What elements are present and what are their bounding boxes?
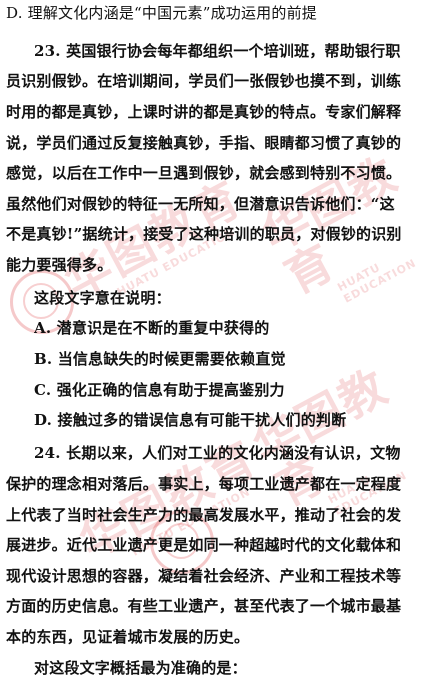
- q23-line-2: 员识别假钞。在培训期间，学员们一张假钞也摸不到，训练: [6, 72, 402, 90]
- q24-line-6: 方面的历史信息。有些工业遗产，甚至代表了一个城市最基: [6, 597, 402, 615]
- q23-line-1: 23. 英国银行协会每年都组织一个培训班，帮助银行职: [34, 42, 401, 60]
- q24-line-7: 本的东西，见证着城市发展的历史。: [6, 628, 250, 646]
- q23-prompt: 这段文字意在说明：: [34, 289, 171, 307]
- q23-line-3: 时用的都是真钞，上课时讲的都是真钞的特点。专家们解释: [6, 103, 402, 121]
- q23-line-7: 不是真钞!”据统计，接受了这种培训的职员，对假钞的识别: [6, 225, 402, 243]
- q23-option-d: D. 接触过多的错误信息有可能干扰人们的判断: [34, 411, 347, 429]
- q24-line-3: 上代表了当时社会生产力的最高发展水平，推动了社会的发: [6, 506, 402, 524]
- q24-line-2: 保护的理念相对落后。事实上，每项工业遗产都在一定程度: [6, 475, 402, 493]
- q24-line-4: 展进步。近代工业遗产更是如同一种超越时代的文化载体和: [6, 536, 402, 554]
- q23-option-b: B. 当信息缺失的时候更需要依赖直觉: [34, 350, 286, 368]
- q23-line-6: 虽然他们对假钞的特征一无所知，但潜意识告诉他们：“这: [6, 195, 395, 213]
- q24-prompt: 对这段文字概括最为准确的是：: [34, 659, 247, 677]
- q23-option-a: A. 潜意识是在不断的重复中获得的: [34, 319, 270, 337]
- q23-line-5: 感觉，以后在工作中一旦遇到假钞，就会感到特别不习惯。: [6, 164, 402, 182]
- q24-line-5: 现代设计思想的容器，凝结着社会经济、产业和工程技术等: [6, 567, 402, 585]
- q23-line-8: 能力要强得多。: [6, 256, 113, 274]
- prev-option-d: D. 理解文化内涵是“中国元素”成功运用的前提: [6, 4, 317, 22]
- q23-line-4: 说，学员们通过反复接触真钞，手指、眼睛都习惯了真钞的: [6, 134, 402, 152]
- q23-option-c: C. 强化正确的信息有助于提高鉴别力: [34, 381, 285, 399]
- q24-line-1: 24. 长期以来，人们对工业的文化内涵没有认识，文物: [34, 444, 401, 462]
